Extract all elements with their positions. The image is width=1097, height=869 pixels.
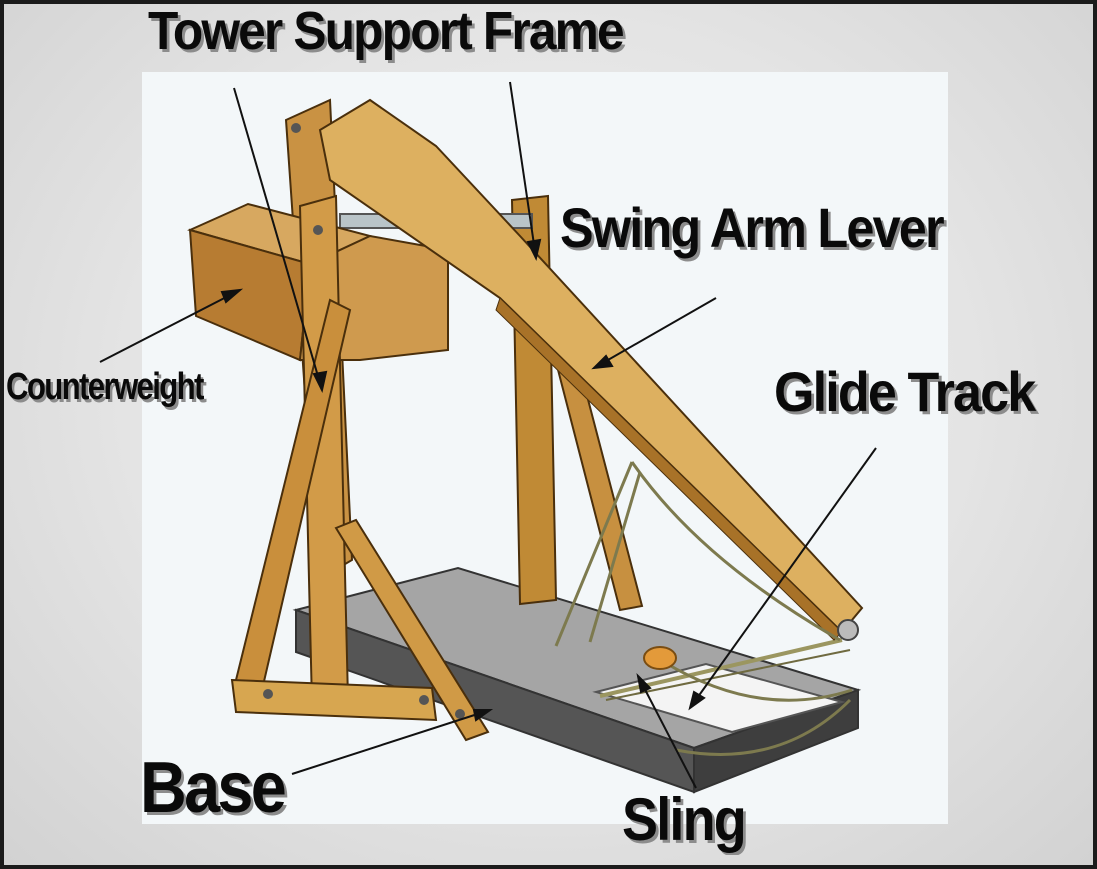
leader-lines <box>99 81 877 789</box>
label-base: Base <box>140 748 287 828</box>
label-swing-arm-lever: Swing Arm Lever <box>560 196 945 259</box>
label-counterweight: Counterweight <box>6 366 204 408</box>
label-sling: Sling <box>622 786 747 853</box>
swing-arm <box>318 98 864 641</box>
label-tower-support-frame: Tower Support Frame <box>148 1 625 61</box>
glide-track <box>592 638 851 734</box>
sling-stone <box>643 646 677 670</box>
sling-ropes <box>554 461 853 756</box>
label-glide-track: Glide Track <box>774 360 1036 423</box>
front-tower <box>230 123 490 742</box>
